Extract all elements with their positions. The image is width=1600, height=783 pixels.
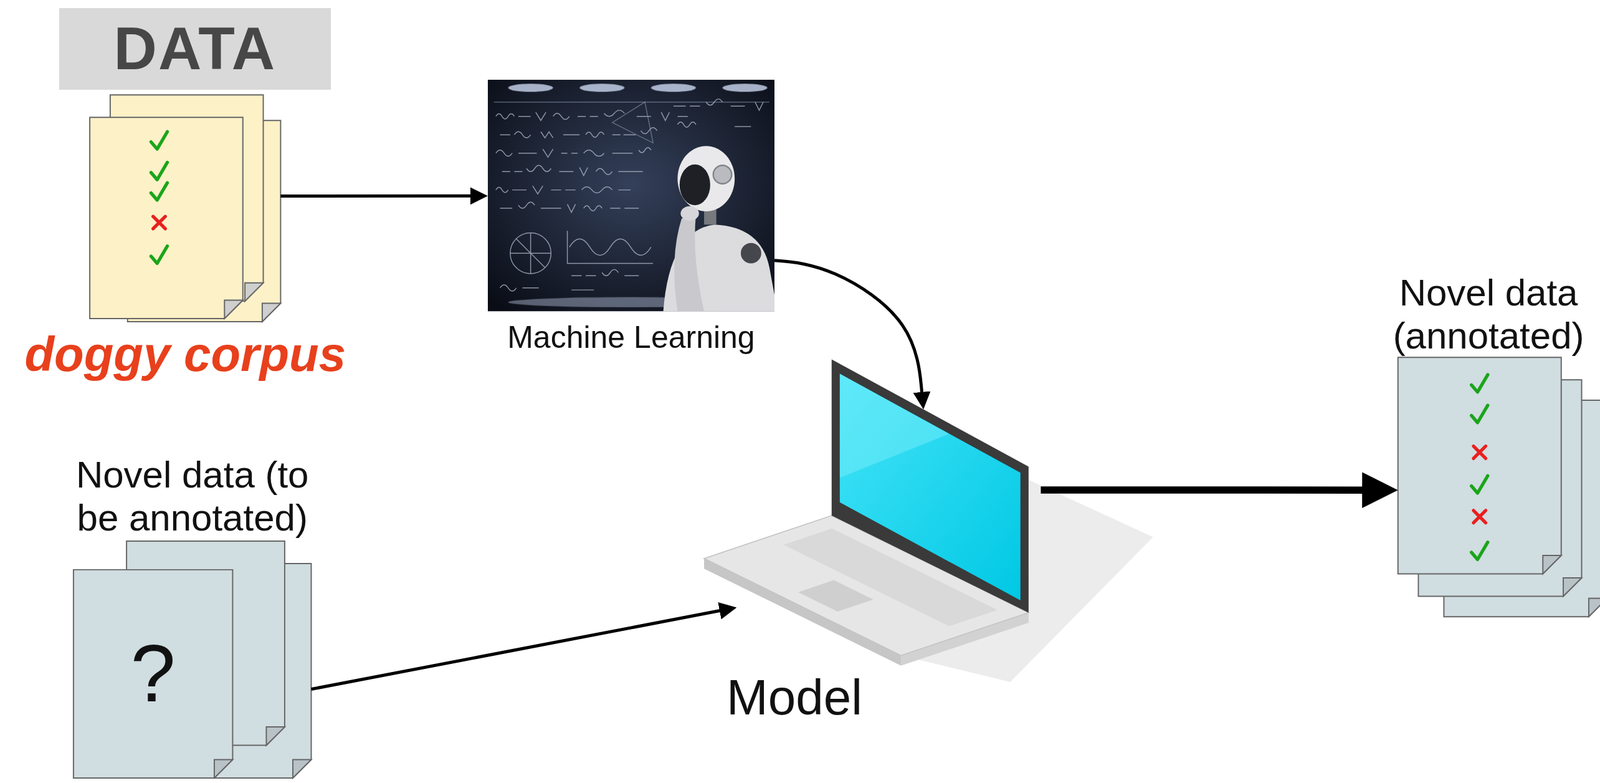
- robot-picture: [612, 102, 654, 144]
- annotated-document-stack: [1563, 577, 1582, 596]
- document-stack: doggy corpus: [89, 94, 281, 382]
- check-mark: [150, 161, 167, 180]
- model-label: Model: [726, 668, 863, 726]
- robot-picture: [500, 201, 640, 212]
- robot-picture: [680, 206, 699, 221]
- robot-picture: [495, 185, 631, 194]
- robot-picture: [579, 83, 625, 92]
- check-mark: [1471, 374, 1488, 559]
- robot-picture: [677, 145, 735, 212]
- robot-figure: [663, 145, 776, 311]
- check-mark: [150, 131, 167, 263]
- shape-area: ?: [73, 540, 312, 778]
- robot-picture: [494, 101, 770, 103]
- robot-picture: [674, 214, 705, 312]
- novel-document-stack: [73, 569, 233, 778]
- heading-box-fill: DATA: [59, 8, 331, 90]
- heading-label: DATA: [114, 14, 277, 83]
- robot-picture: [495, 147, 652, 158]
- shape-area: [1398, 357, 1600, 618]
- cross-mark: [153, 216, 166, 229]
- document-stack: Novel data (annotated): [1398, 271, 1600, 618]
- cross-mark: [153, 216, 166, 229]
- heading-box: DATA: [59, 8, 331, 90]
- novel-document-stack: [214, 758, 233, 777]
- robot-picture: [487, 79, 775, 312]
- novel-document-stack: [266, 726, 285, 745]
- check-mark: [150, 246, 167, 264]
- robot-picture: [740, 242, 762, 264]
- annotated-document-stack: [1588, 598, 1600, 617]
- robot-picture: [510, 232, 552, 274]
- laptop-illustration: [798, 580, 874, 612]
- robot-picture: [569, 238, 652, 255]
- robot-picture: [500, 269, 640, 291]
- caption-label: Novel data (to be annotated): [61, 452, 324, 539]
- caption-label: Machine Learning: [507, 319, 756, 356]
- annotated-document-stack: [1398, 357, 1600, 617]
- flow-arrow: [1041, 485, 1377, 494]
- shape-area: [704, 361, 1154, 686]
- laptop-model: Model: [704, 361, 1154, 726]
- document-stack: Novel data (to be annotated)?: [73, 452, 312, 778]
- flow-arrow: [280, 194, 478, 198]
- robot-picture: [508, 83, 554, 92]
- check-mark: [150, 131, 167, 149]
- annotated-document-stack: [1542, 555, 1561, 574]
- novel-document-stack: [73, 540, 312, 778]
- corpus-document-stack: [89, 94, 281, 322]
- check-mark: [1471, 374, 1488, 392]
- laptop-illustration: [704, 358, 1154, 682]
- laptop-illustration: [831, 358, 1029, 612]
- robot-picture: [502, 165, 643, 176]
- laptop-illustration: [839, 373, 1021, 600]
- unknown-mark: ?: [73, 569, 233, 778]
- robot-picture: [722, 83, 768, 92]
- check-mark: [1471, 475, 1488, 493]
- novel-document-stack: [292, 758, 311, 777]
- cross-mark: [1473, 446, 1486, 523]
- robot-picture: [567, 230, 654, 263]
- cross-mark: [1473, 510, 1486, 523]
- annotated-document-stack: [1398, 357, 1562, 574]
- corpus-document-stack: [89, 117, 243, 319]
- robot-picture: [679, 164, 711, 206]
- robot-picture: [495, 110, 688, 121]
- corpus-document-stack: [224, 300, 243, 319]
- flow-arrow: [774, 260, 923, 399]
- cross-mark: [1473, 446, 1486, 459]
- image-panel: Machine Learning: [487, 79, 775, 356]
- robot-picture: [510, 232, 552, 274]
- shape-area: [89, 94, 281, 322]
- flow-arrow: [311, 609, 727, 690]
- corpus-document-stack: [244, 282, 263, 301]
- check-mark: [1471, 542, 1488, 560]
- caption-label: Novel data (annotated): [1385, 271, 1592, 358]
- laptop-illustration: [839, 373, 949, 478]
- robot-picture: [651, 83, 696, 92]
- corpus-label: doggy corpus: [24, 326, 346, 383]
- robot-picture: [713, 165, 732, 184]
- corpus-document-stack: [262, 302, 281, 321]
- check-mark: [1471, 404, 1488, 423]
- check-mark: [150, 182, 167, 200]
- robot-picture: [673, 99, 764, 128]
- shape-area: [487, 79, 775, 312]
